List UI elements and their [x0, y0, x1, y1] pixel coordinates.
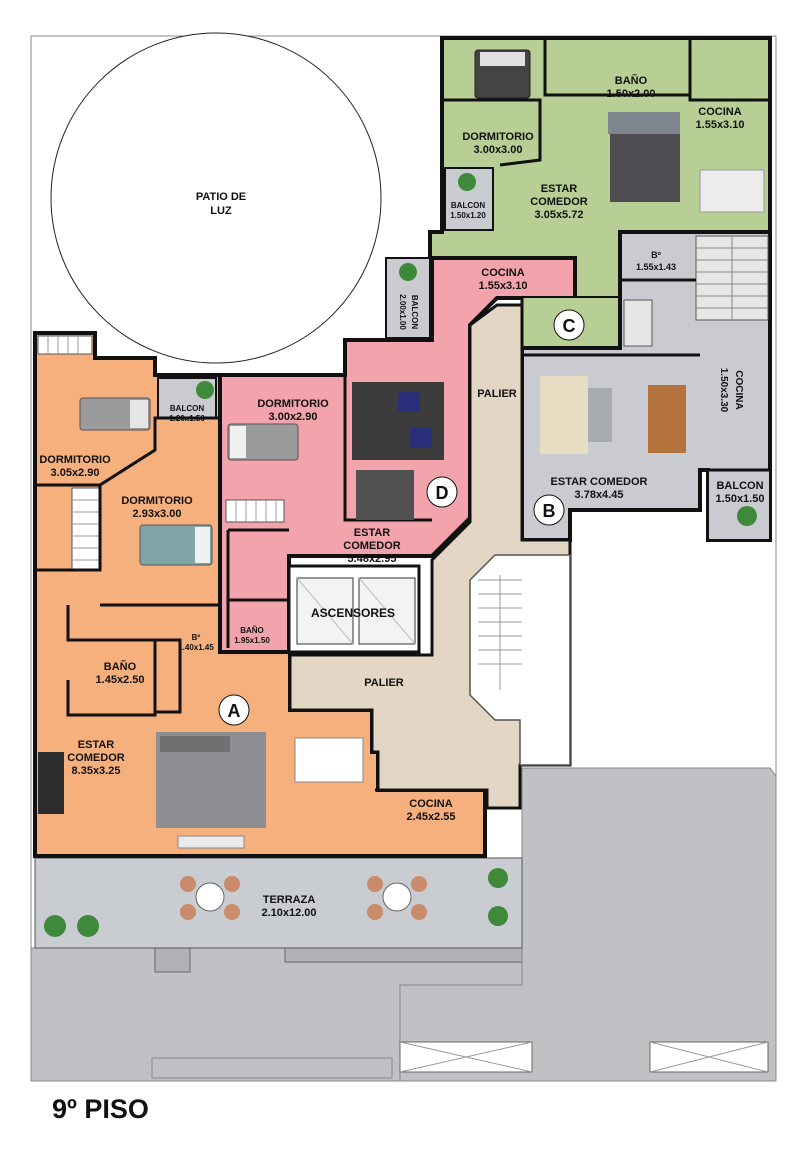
ascensores-label: ASCENSORES	[311, 606, 395, 620]
interior-walls	[35, 38, 770, 792]
b-cocina-name: COCINA	[733, 370, 744, 409]
a-estar-size: 8.35x3.25	[72, 765, 121, 777]
palier-label-2: PALIER	[364, 677, 404, 689]
stair-d	[225, 499, 285, 523]
stair-a	[71, 487, 101, 571]
a-estar-name: ESTAR	[78, 739, 115, 751]
bed-dorm-d	[227, 423, 299, 461]
elevators	[287, 564, 421, 654]
unit-badge-a: A	[218, 694, 250, 726]
b-balcon-size: 1.50x1.50	[716, 493, 765, 505]
d-dorm-size: 3.00x2.90	[269, 411, 318, 423]
c-estar-name2: COMEDOR	[530, 196, 588, 208]
balcon-c	[444, 167, 494, 231]
skylight-2	[649, 1041, 769, 1073]
exterior-line	[399, 948, 523, 1081]
a-dorm1-size: 3.05x2.90	[51, 467, 100, 479]
stair-c-small	[623, 299, 653, 347]
a-b-size: 1.40x1.45	[178, 643, 214, 652]
unit-badge-d: D	[426, 476, 458, 508]
b-b-name: Bº	[651, 250, 661, 260]
d-cocina-size: 1.55x3.10	[479, 280, 528, 292]
c-estar-size: 3.05x5.72	[535, 209, 584, 221]
d-cocina-name: COCINA	[481, 267, 524, 279]
a-bano-size: 1.45x2.50	[96, 674, 145, 686]
a-dorm2-size: 2.93x3.00	[133, 508, 182, 520]
floor-title: 9º PISO	[52, 1094, 149, 1124]
a-terraza-size: 2.10x12.00	[261, 907, 316, 919]
c-estar-name: ESTAR	[541, 183, 578, 195]
d-estar-size: 5.48x2.95	[348, 553, 397, 565]
stair-b-steps	[696, 236, 768, 320]
living-c	[608, 112, 765, 213]
exterior-strip	[154, 947, 191, 973]
living-d	[352, 382, 444, 520]
bed-dorm-a1	[79, 397, 151, 431]
exterior-strip-2	[284, 947, 523, 963]
d-bano-name: BAÑO	[240, 626, 264, 635]
c-dorm-name: DORMITORIO	[462, 131, 534, 143]
c-balcon-name: BALCON	[451, 201, 485, 210]
living-b	[540, 376, 686, 454]
c-balcon-size: 1.50x1.20	[450, 211, 486, 220]
unit-badge-a-text: A	[228, 701, 241, 721]
d-estar-name2: COMEDOR	[343, 540, 401, 552]
living-a	[38, 732, 364, 849]
a-balcon-name: BALCON	[170, 404, 204, 413]
unit-c	[428, 36, 772, 300]
exterior-line-2	[151, 1057, 393, 1079]
terrace-table-1	[180, 876, 240, 920]
c-cocina-size: 1.55x3.10	[696, 119, 745, 131]
a-estar-name2: COMEDOR	[67, 752, 125, 764]
balcon-b	[707, 469, 771, 541]
c-dorm-size: 3.00x3.00	[474, 144, 523, 156]
unit-badge-d-text: D	[436, 483, 449, 503]
b-cocina-size: 1.50x3.30	[718, 368, 729, 413]
a-dorm2-name: DORMITORIO	[121, 495, 193, 507]
d-estar-name: ESTAR	[354, 527, 391, 539]
b-estar-size: 3.78x4.45	[575, 489, 624, 501]
c-cocina-name: COCINA	[698, 106, 741, 118]
b-estar-name: ESTAR COMEDOR	[551, 476, 648, 488]
unit-badge-b: B	[533, 494, 565, 526]
d-bano-size: 1.95x1.50	[234, 636, 270, 645]
patio-label-2: LUZ	[210, 205, 232, 217]
patio-circle	[50, 32, 382, 364]
stair-a-top	[37, 335, 93, 355]
a-cocina-name: COCINA	[409, 798, 452, 810]
a-cocina-size: 2.45x2.55	[407, 811, 456, 823]
unit-badge-c-text: C	[563, 316, 576, 336]
a-terraza-name: TERRAZA	[263, 894, 316, 906]
b-b-size: 1.55x1.43	[636, 262, 676, 272]
patio-label-1: PATIO DE	[196, 191, 246, 203]
plant-icon	[44, 173, 757, 937]
palier-label-1: PALIER	[477, 388, 517, 400]
unit-badge-b-text: B	[543, 501, 556, 521]
d-balcon-size: 2.00x1.00	[398, 294, 407, 330]
unit-badge-c: C	[553, 309, 585, 341]
b-balcon-name: BALCON	[716, 480, 763, 492]
a-balcon-size: 1.20x1.50	[169, 414, 205, 423]
bed-dorm-c	[474, 49, 531, 99]
a-bano-name: BAÑO	[104, 660, 137, 673]
skylight-1	[399, 1041, 533, 1073]
c-bano-size: 1.50x2.00	[607, 88, 656, 100]
terraza	[34, 857, 523, 949]
a-b-name: Bº	[192, 633, 201, 642]
a-dorm1-name: DORMITORIO	[39, 454, 111, 466]
main-stair-steps	[478, 575, 522, 690]
terrace-table-2	[367, 876, 427, 920]
d-dorm-name: DORMITORIO	[257, 398, 329, 410]
bed-dorm-a2	[139, 524, 213, 566]
d-balcon-name: BALCON	[410, 295, 419, 329]
c-bano-name: BAÑO	[615, 74, 648, 87]
